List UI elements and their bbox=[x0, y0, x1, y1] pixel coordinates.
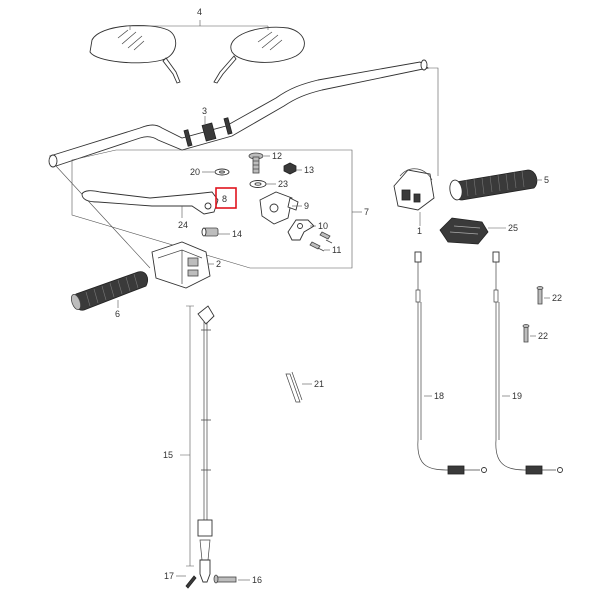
left-switch-housing[interactable] bbox=[151, 241, 211, 289]
callout-7: 7 bbox=[364, 207, 369, 217]
clutch-cable[interactable] bbox=[197, 305, 215, 583]
throttle-cable-19[interactable] bbox=[492, 251, 563, 475]
right-switch-housing[interactable] bbox=[393, 168, 435, 211]
callout-2: 2 bbox=[216, 259, 221, 269]
pin-14[interactable] bbox=[201, 227, 219, 237]
callout-24: 24 bbox=[178, 220, 188, 230]
callout-22-upper: 22 bbox=[552, 293, 562, 303]
callout-3: 3 bbox=[202, 106, 207, 116]
callout-15: 15 bbox=[163, 450, 173, 460]
callout-14: 14 bbox=[232, 229, 242, 239]
left-grip[interactable] bbox=[70, 271, 148, 311]
throttle-part-25[interactable] bbox=[439, 217, 489, 245]
highlight-box-8 bbox=[215, 187, 237, 209]
brake-lever[interactable] bbox=[81, 190, 219, 215]
lever-holder-9[interactable] bbox=[259, 191, 299, 225]
callout-18: 18 bbox=[434, 391, 444, 401]
callout-9: 9 bbox=[304, 201, 309, 211]
screws-11[interactable] bbox=[309, 231, 333, 252]
assembly-box-7 bbox=[71, 149, 353, 269]
pin-22-upper[interactable] bbox=[536, 286, 544, 305]
callout-19: 19 bbox=[512, 391, 522, 401]
callout-12: 12 bbox=[272, 151, 282, 161]
callout-5: 5 bbox=[544, 175, 549, 185]
callout-6: 6 bbox=[115, 309, 120, 319]
callout-10: 10 bbox=[318, 221, 328, 231]
callout-22-lower: 22 bbox=[538, 331, 548, 341]
callout-17: 17 bbox=[164, 571, 174, 581]
callout-4: 4 bbox=[197, 7, 202, 17]
handlebar[interactable] bbox=[48, 59, 430, 168]
pin-22-lower[interactable] bbox=[522, 324, 530, 343]
leader-4 bbox=[129, 20, 269, 30]
throttle-cable-18[interactable] bbox=[414, 251, 487, 475]
washer-23[interactable] bbox=[249, 180, 267, 188]
washer-20[interactable] bbox=[214, 168, 230, 176]
leader-15 bbox=[180, 305, 194, 567]
callout-11: 11 bbox=[332, 245, 341, 255]
mirror-left[interactable] bbox=[89, 25, 181, 84]
nut-13[interactable] bbox=[283, 162, 297, 175]
callout-20: 20 bbox=[190, 167, 200, 177]
pin-17[interactable] bbox=[185, 575, 197, 589]
callout-23: 23 bbox=[278, 179, 288, 189]
callout-1: 1 bbox=[417, 226, 422, 236]
callout-21: 21 bbox=[314, 379, 324, 389]
clip-21[interactable] bbox=[285, 371, 303, 403]
callout-25: 25 bbox=[508, 223, 518, 233]
mirror-right[interactable] bbox=[213, 26, 305, 84]
bolt-12[interactable] bbox=[248, 152, 264, 174]
callout-16: 16 bbox=[252, 575, 262, 585]
right-grip[interactable] bbox=[448, 169, 538, 201]
callout-13: 13 bbox=[304, 165, 314, 175]
clamp-10[interactable] bbox=[287, 219, 315, 241]
bolt-16[interactable] bbox=[213, 574, 237, 584]
callout-8[interactable]: 8 bbox=[222, 194, 227, 204]
